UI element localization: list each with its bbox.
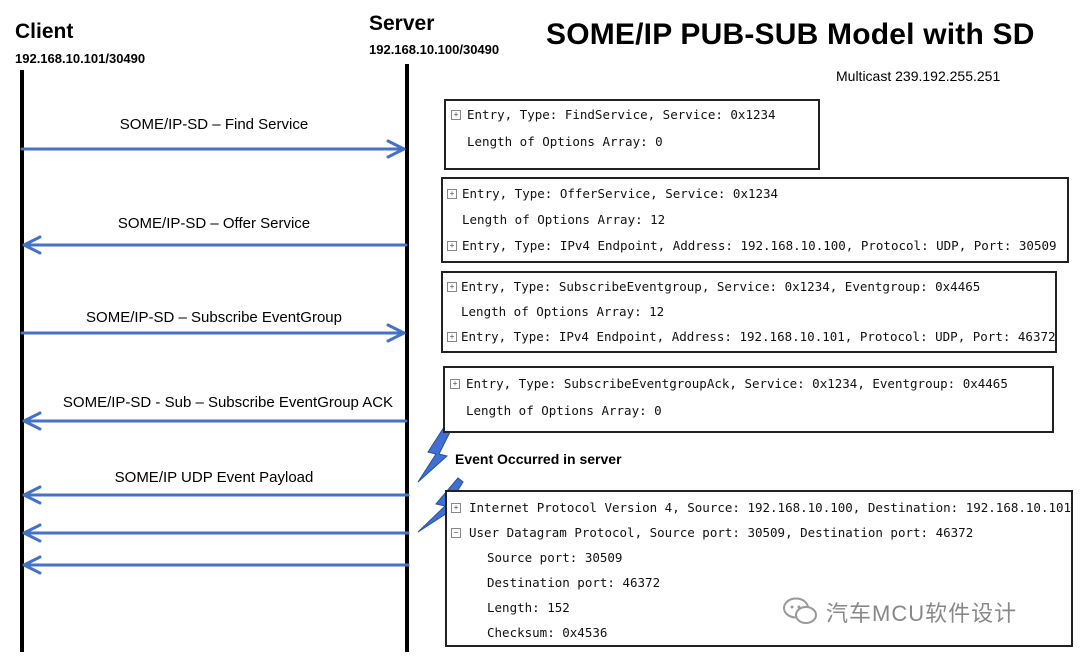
packet-line: Length of Options Array: 12 <box>462 212 666 227</box>
expand-icon[interactable]: + <box>447 241 457 251</box>
expand-icon[interactable]: + <box>450 379 460 389</box>
expand-icon[interactable]: + <box>447 332 457 342</box>
arrow-event-payload-2 <box>22 523 410 543</box>
packet-line: Length of Options Array: 0 <box>466 403 662 418</box>
wechat-icon <box>783 597 817 624</box>
client-address: 192.168.10.101/30490 <box>15 51 146 66</box>
packet-line: Length: 152 <box>487 600 570 615</box>
message-label-subscribe-ack: SOME/IP-SD - Sub – Subscribe EventGroup … <box>62 394 394 411</box>
server-address: 192.168.10.100/30490 <box>369 42 500 57</box>
packet-line: Entry, Type: SubscribeEventgroup, Servic… <box>461 279 981 294</box>
packet-line: Entry, Type: OfferService, Service: 0x12… <box>462 186 779 201</box>
arrow-subscribe-eventgroup <box>20 323 406 343</box>
arrow-subscribe-ack <box>22 411 408 431</box>
packet-line: Entry, Type: FindService, Service: 0x123… <box>467 107 776 122</box>
packet-line: User Datagram Protocol, Source port: 305… <box>469 525 974 540</box>
message-label-offer-service: SOME/IP-SD – Offer Service <box>117 215 311 232</box>
arrow-offer-service <box>22 235 408 255</box>
expand-icon[interactable]: + <box>451 110 461 120</box>
packet-box-find-service: + Entry, Type: FindService, Service: 0x1… <box>444 99 820 170</box>
arrow-find-service <box>20 139 406 159</box>
client-lifeline <box>20 70 24 652</box>
packet-line: Checksum: 0x4536 <box>487 625 608 640</box>
multicast-address: Multicast 239.192.255.251 <box>836 68 1001 84</box>
packet-line: Destination port: 46372 <box>487 575 661 590</box>
arrow-event-payload-1 <box>22 485 410 505</box>
packet-box-event-payload: + Internet Protocol Version 4, Source: 1… <box>445 490 1073 647</box>
server-title: Server <box>369 12 435 35</box>
client-title: Client <box>15 20 74 43</box>
packet-line: Source port: 30509 <box>487 550 623 565</box>
packet-box-offer-service: + Entry, Type: OfferService, Service: 0x… <box>441 177 1069 263</box>
expand-icon[interactable]: + <box>447 189 457 199</box>
message-label-subscribe-eventgroup: SOME/IP-SD – Subscribe EventGroup <box>86 309 342 326</box>
server-lifeline <box>405 64 409 652</box>
packet-line: Length of Options Array: 12 <box>461 304 665 319</box>
packet-line: Entry, Type: IPv4 Endpoint, Address: 192… <box>461 329 1056 344</box>
packet-line: Entry, Type: SubscribeEventgroupAck, Ser… <box>466 376 1008 391</box>
message-label-find-service: SOME/IP-SD – Find Service <box>119 116 309 133</box>
event-occurred-label: Event Occurred in server <box>455 451 622 467</box>
packet-box-subscribe-eventgroup: + Entry, Type: SubscribeEventgroup, Serv… <box>441 271 1057 353</box>
diagram-title: SOME/IP PUB-SUB Model with SD <box>546 18 1035 51</box>
collapse-icon[interactable]: − <box>451 528 461 538</box>
packet-line: Entry, Type: IPv4 Endpoint, Address: 192… <box>462 238 1057 253</box>
expand-icon[interactable]: + <box>447 282 457 292</box>
watermark-text: 汽车MCU软件设计 <box>826 601 1018 626</box>
packet-line: Length of Options Array: 0 <box>467 134 663 149</box>
packet-line: Internet Protocol Version 4, Source: 192… <box>469 500 1072 515</box>
arrow-event-payload-3 <box>22 555 410 575</box>
expand-icon[interactable]: + <box>451 503 461 513</box>
message-label-event-payload: SOME/IP UDP Event Payload <box>114 469 314 486</box>
packet-box-subscribe-ack: + Entry, Type: SubscribeEventgroupAck, S… <box>443 366 1054 433</box>
